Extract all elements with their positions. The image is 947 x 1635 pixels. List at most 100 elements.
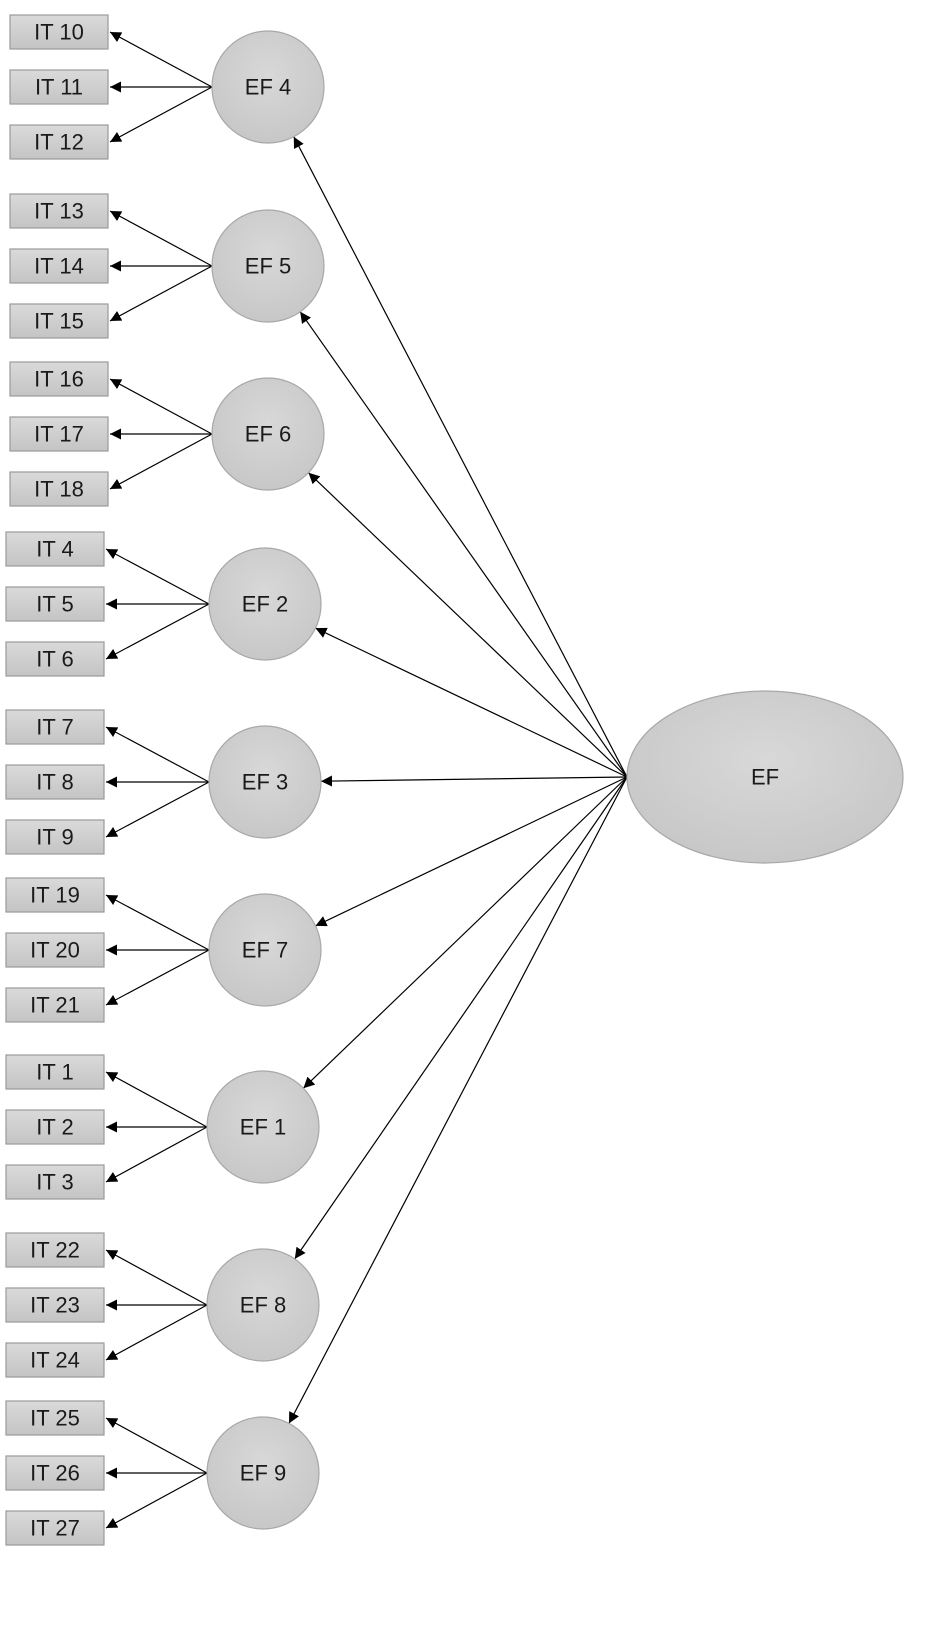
loading-ef-4-to-it-12 bbox=[109, 86, 213, 143]
ef-1-circle bbox=[206, 1070, 320, 1184]
it-1-label: IT 1 bbox=[36, 1060, 74, 1085]
ef-6-label: EF 6 bbox=[245, 422, 291, 447]
it-14-label: IT 14 bbox=[34, 254, 84, 279]
it-13-label: IT 13 bbox=[34, 199, 84, 224]
path-ef-to-ef-4 bbox=[293, 136, 628, 778]
it-10-label: IT 10 bbox=[34, 20, 84, 45]
ef-9-label: EF 9 bbox=[240, 1461, 286, 1486]
it-6-box bbox=[5, 641, 105, 677]
it-11-label: IT 11 bbox=[35, 75, 83, 100]
it-15-box bbox=[9, 303, 109, 339]
it-7-label: IT 7 bbox=[36, 715, 74, 740]
path-ef-to-ef-8 bbox=[294, 776, 628, 1260]
ef-2-label: EF 2 bbox=[242, 592, 288, 617]
it-26-label: IT 26 bbox=[30, 1461, 80, 1486]
it-11-box bbox=[9, 69, 109, 105]
it-23-label: IT 23 bbox=[30, 1293, 80, 1318]
it-1-box bbox=[5, 1054, 105, 1090]
it-22-label: IT 22 bbox=[30, 1238, 80, 1263]
it-6-label: IT 6 bbox=[36, 647, 74, 672]
loading-ef-6-to-it-18 bbox=[109, 433, 213, 490]
it-7-box bbox=[5, 709, 105, 745]
it-9-label: IT 9 bbox=[36, 825, 74, 850]
it-15-label: IT 15 bbox=[34, 309, 84, 334]
loading-ef-9-to-it-25 bbox=[105, 1417, 208, 1474]
it-4-box bbox=[5, 531, 105, 567]
loading-ef-2-to-it-4 bbox=[105, 548, 210, 605]
ef-3-circle bbox=[208, 725, 322, 839]
it-2-label: IT 2 bbox=[36, 1115, 74, 1140]
it-20-label: IT 20 bbox=[30, 938, 80, 963]
it-23-box bbox=[5, 1287, 105, 1323]
path-ef-to-ef-1 bbox=[302, 776, 628, 1089]
it-17-box bbox=[9, 416, 109, 452]
ef-4-circle bbox=[211, 30, 325, 144]
ef-5-circle bbox=[211, 209, 325, 323]
ef-4-label: EF 4 bbox=[245, 75, 291, 100]
it-25-label: IT 25 bbox=[30, 1406, 80, 1431]
ef-1-label: EF 1 bbox=[240, 1115, 286, 1140]
general-factor-label: EF bbox=[751, 765, 779, 790]
ef-7-label: EF 7 bbox=[242, 938, 288, 963]
path-ef-to-ef-3 bbox=[320, 775, 628, 787]
it-17-label: IT 17 bbox=[34, 422, 84, 447]
it-26-box bbox=[5, 1455, 105, 1491]
it-16-box bbox=[9, 361, 109, 397]
it-5-label: IT 5 bbox=[36, 592, 74, 617]
it-16-label: IT 16 bbox=[34, 367, 84, 392]
nodes-layer: EF EF 4 IT 10 IT 11 IT 12 EF 5 IT 13 IT 14 IT 15… bbox=[5, 14, 904, 1546]
it-24-label: IT 24 bbox=[30, 1348, 80, 1373]
it-24-box bbox=[5, 1342, 105, 1378]
ef-9-circle bbox=[206, 1416, 320, 1530]
ef-8-label: EF 8 bbox=[240, 1293, 286, 1318]
general-factor-ellipse bbox=[626, 690, 904, 864]
ef-3-label: EF 3 bbox=[242, 770, 288, 795]
it-14-box bbox=[9, 248, 109, 284]
path-ef-to-ef-5 bbox=[299, 311, 628, 778]
it-18-box bbox=[9, 471, 109, 507]
loading-ef-2-to-it-6 bbox=[105, 603, 210, 660]
it-10-box bbox=[9, 14, 109, 50]
loading-ef-6-to-it-16 bbox=[109, 378, 213, 435]
ef-5-label: EF 5 bbox=[245, 254, 291, 279]
loading-ef-4-to-it-10 bbox=[109, 31, 213, 88]
it-4-label: IT 4 bbox=[36, 537, 74, 562]
ef-7-circle bbox=[208, 893, 322, 1007]
path-ef-to-ef-7 bbox=[315, 776, 628, 927]
it-12-label: IT 12 bbox=[34, 130, 84, 155]
ef-8-circle bbox=[206, 1248, 320, 1362]
loading-ef-3-to-it-9 bbox=[105, 781, 210, 838]
it-3-label: IT 3 bbox=[36, 1170, 74, 1195]
it-19-label: IT 19 bbox=[30, 883, 80, 908]
it-25-box bbox=[5, 1400, 105, 1436]
it-18-label: IT 18 bbox=[34, 477, 84, 502]
it-19-box bbox=[5, 877, 105, 913]
loading-ef-8-to-it-24 bbox=[105, 1304, 208, 1361]
edges-layer bbox=[105, 31, 628, 1529]
loading-ef-9-to-it-27 bbox=[105, 1472, 208, 1529]
it-21-box bbox=[5, 987, 105, 1023]
path-ef-to-ef-6 bbox=[308, 472, 628, 778]
it-8-box bbox=[5, 764, 105, 800]
it-5-box bbox=[5, 586, 105, 622]
loading-ef-7-to-it-19 bbox=[105, 894, 210, 951]
loading-ef-1-to-it-3 bbox=[105, 1126, 208, 1183]
ef-6-circle bbox=[211, 377, 325, 491]
it-8-label: IT 8 bbox=[36, 770, 74, 795]
it-27-box bbox=[5, 1510, 105, 1546]
ef-2-circle bbox=[208, 547, 322, 661]
it-22-box bbox=[5, 1232, 105, 1268]
it-21-label: IT 21 bbox=[30, 993, 80, 1018]
loading-ef-1-to-it-1 bbox=[105, 1071, 208, 1128]
it-20-box bbox=[5, 932, 105, 968]
path-ef-to-ef-9 bbox=[288, 776, 628, 1424]
it-13-box bbox=[9, 193, 109, 229]
loading-ef-5-to-it-13 bbox=[109, 210, 213, 267]
it-12-box bbox=[9, 124, 109, 160]
it-9-box bbox=[5, 819, 105, 855]
loading-ef-5-to-it-15 bbox=[109, 265, 213, 322]
it-3-box bbox=[5, 1164, 105, 1200]
path-ef-to-ef-2 bbox=[315, 627, 628, 778]
